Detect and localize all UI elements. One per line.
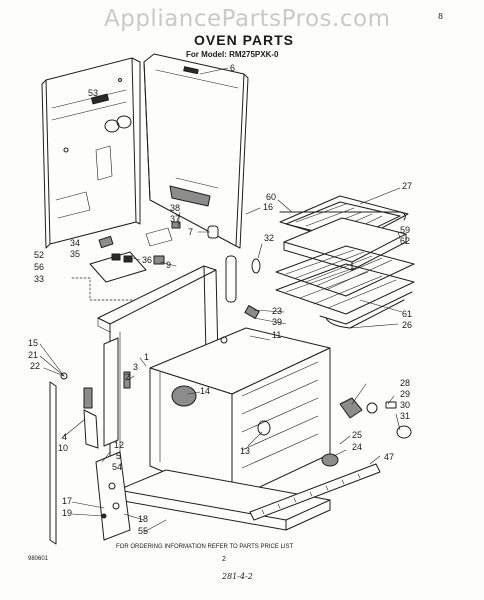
page-number: 2 — [222, 556, 226, 563]
callout-3: 3 — [133, 362, 139, 372]
callout-62: 62 — [400, 236, 411, 246]
callout-61: 61 — [402, 309, 413, 319]
callout-14: 14 — [200, 386, 211, 396]
oven-frame — [97, 265, 221, 471]
burner-and-igniter-parts — [153, 255, 412, 467]
callout-34: 34 — [70, 238, 81, 248]
door-hinge-parts — [49, 371, 131, 545]
callout-29: 29 — [400, 389, 411, 399]
callout-52: 52 — [34, 250, 45, 260]
callout-28: 28 — [400, 378, 411, 388]
callout-23: 23 — [272, 306, 283, 316]
callout-12: 12 — [114, 440, 125, 450]
callout-36: 36 — [142, 255, 153, 265]
callout-55: 55 — [138, 526, 149, 536]
callout-32: 32 — [264, 233, 275, 243]
rear-panel — [41, 57, 141, 249]
callout-21: 21 — [28, 350, 39, 360]
callout-56: 56 — [34, 262, 45, 272]
callout-47: 47 — [384, 452, 395, 462]
document-code: 980601 — [28, 556, 49, 562]
callout-39: 39 — [272, 317, 283, 327]
callout-13: 13 — [240, 446, 251, 456]
broil-pan-and-grid — [279, 195, 409, 271]
callout-59: 59 — [400, 225, 411, 235]
side-panel — [143, 53, 249, 249]
corner-mark: 8 — [438, 12, 444, 21]
callout-10: 10 — [58, 443, 69, 453]
callout-33: 33 — [34, 274, 45, 284]
callout-7: 7 — [188, 227, 194, 237]
diagram-title: OVEN PARTS — [194, 32, 294, 48]
callout-27: 27 — [402, 181, 413, 191]
control-bracket-assembly — [71, 221, 219, 301]
callout-26: 26 — [402, 320, 413, 330]
callout-18: 18 — [138, 514, 149, 524]
callout-2: 2 — [125, 372, 131, 382]
callout-54: 54 — [112, 462, 123, 472]
callout-37: 37 — [170, 214, 181, 224]
callout-leaders — [39, 67, 403, 533]
callout-31: 31 — [400, 411, 411, 421]
callout-24: 24 — [352, 442, 363, 452]
callout-30: 30 — [400, 400, 411, 410]
model-subtitle: For Model: RM275PXK-0 — [186, 50, 279, 59]
callout-16: 16 — [263, 202, 274, 212]
watermark: AppliancePartsPros.com — [104, 6, 391, 32]
oven-liner — [149, 327, 331, 501]
callout-22: 22 — [30, 361, 41, 371]
callout-35: 35 — [70, 249, 81, 259]
callout-25: 25 — [352, 430, 363, 440]
callout-9: 9 — [166, 260, 172, 270]
callout-19: 19 — [62, 508, 73, 518]
bottom-vent-grille — [249, 463, 381, 521]
oven-racks — [275, 245, 415, 325]
ordering-note: FOR ORDERING INFORMATION REFER TO PARTS … — [116, 544, 294, 550]
callout-1: 1 — [144, 352, 150, 362]
callout-5: 5 — [116, 451, 122, 461]
callout-17: 17 — [62, 496, 73, 506]
callout-60: 60 — [266, 192, 277, 202]
callout-15: 15 — [28, 338, 39, 348]
handwritten-note: 281-4-2 — [222, 572, 253, 581]
callout-38: 38 — [170, 203, 181, 213]
callout-11: 11 — [272, 330, 282, 340]
callout-53: 53 — [88, 88, 99, 98]
callout-4: 4 — [62, 432, 68, 442]
callout-6: 6 — [230, 63, 236, 73]
